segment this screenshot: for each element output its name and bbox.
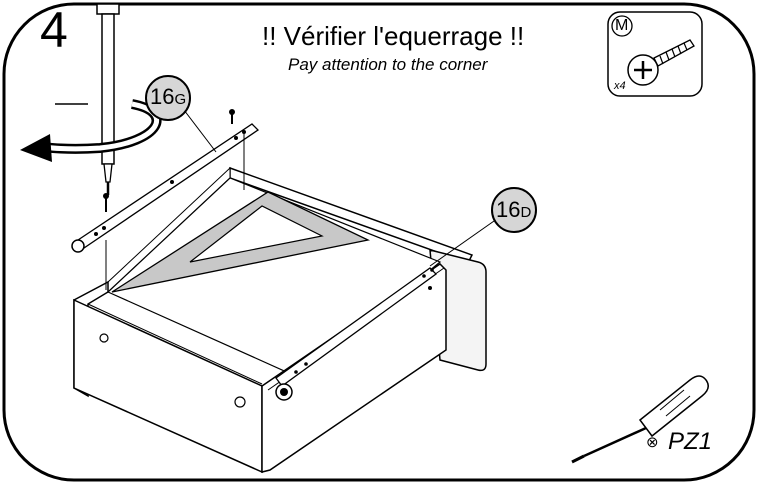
tool-label: PZ1 [668, 428, 713, 455]
screw-icon [627, 39, 695, 86]
leader-16g [183, 109, 217, 153]
callout-16g-side: G [174, 91, 187, 108]
callout-16d-side: D [520, 204, 532, 221]
page-subtitle: Pay attention to the corner [288, 55, 488, 74]
callout-16d: 16D [496, 197, 531, 226]
page-title: !! Vérifier l'equerrage !! [262, 21, 525, 51]
callout-16d-circle [491, 187, 537, 233]
callout-16g-code: 16 [150, 84, 175, 109]
left-rail [71, 109, 260, 253]
callout-16d-code: 16 [496, 197, 521, 222]
tool-symbol: ⊗ [646, 434, 659, 451]
step-number: 4 [40, 2, 68, 58]
hardware-box [607, 11, 703, 97]
hardware-quantity: x4 [614, 80, 626, 92]
part-letter-circle [611, 15, 633, 37]
hardware-letter: M [615, 17, 629, 34]
screwdriver-top [96, 3, 120, 195]
callout-16g-circle [145, 75, 191, 121]
leader-16d [429, 213, 505, 267]
callout-16g: 16G [150, 84, 186, 113]
rotation-arrow-icon [20, 99, 162, 162]
right-rail [275, 267, 437, 401]
screwdriver-icon [571, 375, 709, 464]
